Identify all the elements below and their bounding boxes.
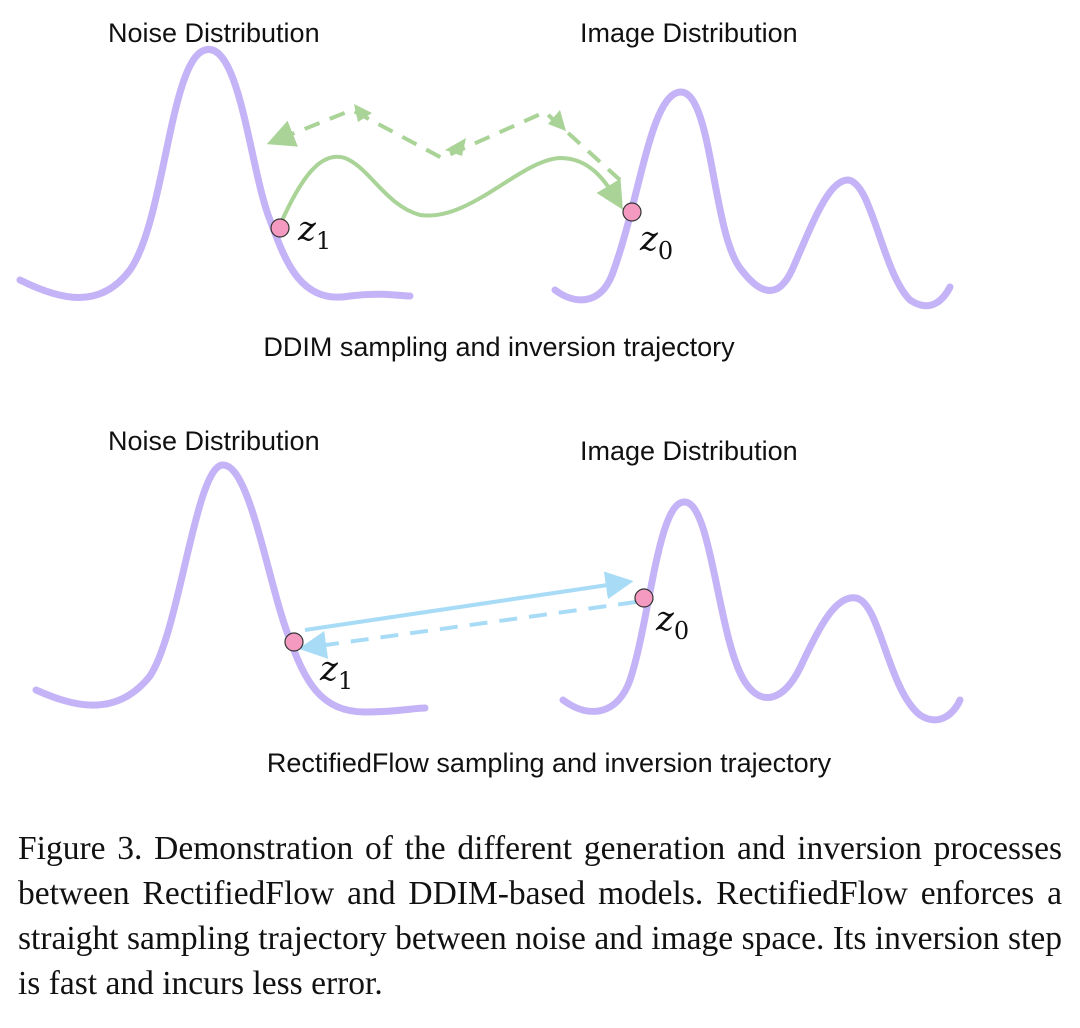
rectified-panel: Noise Distribution Image Distribution z1… xyxy=(32,426,964,778)
ddim-inversion-arrowheads xyxy=(354,104,566,156)
ddim-inversion-trajectory xyxy=(266,107,622,182)
ddim-image-distribution-label: Image Distribution xyxy=(580,18,798,48)
rectified-inversion-trajectory xyxy=(298,600,637,659)
rectified-sampling-trajectory xyxy=(304,571,634,632)
ddim-noise-distribution-label: Noise Distribution xyxy=(108,18,320,48)
rectified-panel-title: RectifiedFlow sampling and inversion tra… xyxy=(267,748,832,778)
rectified-noise-distribution-label: Noise Distribution xyxy=(108,426,320,456)
rectified-z1-label: z1 xyxy=(319,649,353,695)
ddim-sampling-trajectory xyxy=(278,154,623,226)
ddim-noise-distribution-curve xyxy=(16,46,414,301)
ddim-image-distribution-curve xyxy=(551,88,954,310)
figure-caption: Figure 3. Demonstration of the different… xyxy=(18,830,1062,1002)
rectified-z0-label: z0 xyxy=(655,599,689,645)
ddim-panel: Noise Distribution Image Distribution z1… xyxy=(16,18,954,362)
arrowhead-icon xyxy=(445,138,466,156)
rectified-image-distribution-curve xyxy=(559,498,964,724)
ddim-z1-label: z1 xyxy=(297,209,331,255)
ddim-z0-point xyxy=(622,202,642,222)
rectified-noise-distribution-curve xyxy=(32,461,429,716)
rectified-z1-point xyxy=(284,632,304,652)
ddim-z1-point xyxy=(270,218,290,238)
rectified-image-distribution-label: Image Distribution xyxy=(580,436,798,466)
ddim-panel-title: DDIM sampling and inversion trajectory xyxy=(263,332,735,362)
arrowhead-icon xyxy=(354,104,372,122)
arrowhead-icon xyxy=(548,110,566,131)
diagram-figure: Noise Distribution Image Distribution z1… xyxy=(16,18,964,778)
rectified-z0-point xyxy=(634,588,654,608)
ddim-z0-label: z0 xyxy=(639,219,673,265)
